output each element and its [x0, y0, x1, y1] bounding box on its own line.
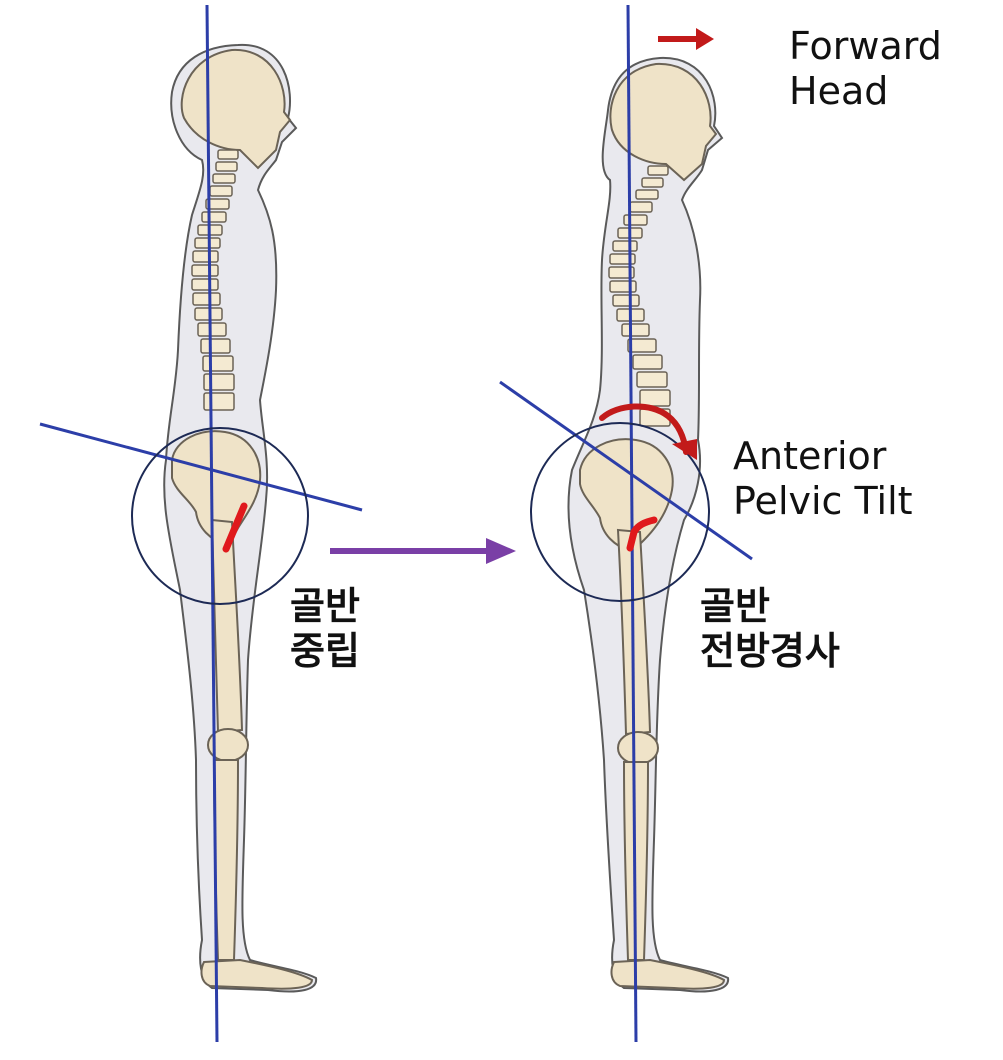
forward-head-arrow-icon [658, 28, 714, 50]
left-pelvis-marker [222, 502, 248, 553]
anterior-pelvic-tilt-label: Anterior Pelvic Tilt [733, 434, 913, 523]
pelvic-rotation-arrow-icon [599, 403, 697, 460]
left-tibia [212, 759, 240, 961]
left-plumb-line [205, 4, 219, 1043]
left-foot [200, 958, 314, 990]
right-knee [617, 731, 659, 765]
right-figure [499, 4, 753, 1043]
pelvis-neutral-label: 골반 중립 [290, 584, 360, 673]
left-pelvis-circle [131, 427, 309, 605]
right-pelvis-circle [530, 422, 710, 602]
pelvis-anterior-tilt-label: 골반 전방경사 [700, 584, 840, 673]
transition-arrow-icon [330, 538, 516, 564]
right-skull [609, 62, 718, 182]
right-foot [610, 958, 726, 990]
left-figure [39, 4, 363, 1043]
right-pelvis-marker [626, 516, 658, 552]
right-plumb-line [626, 4, 638, 1043]
forward-head-label: Forward Head [789, 24, 942, 113]
right-pelvic-line [499, 380, 753, 561]
right-spine [608, 165, 671, 427]
left-pelvic-line [39, 422, 363, 512]
